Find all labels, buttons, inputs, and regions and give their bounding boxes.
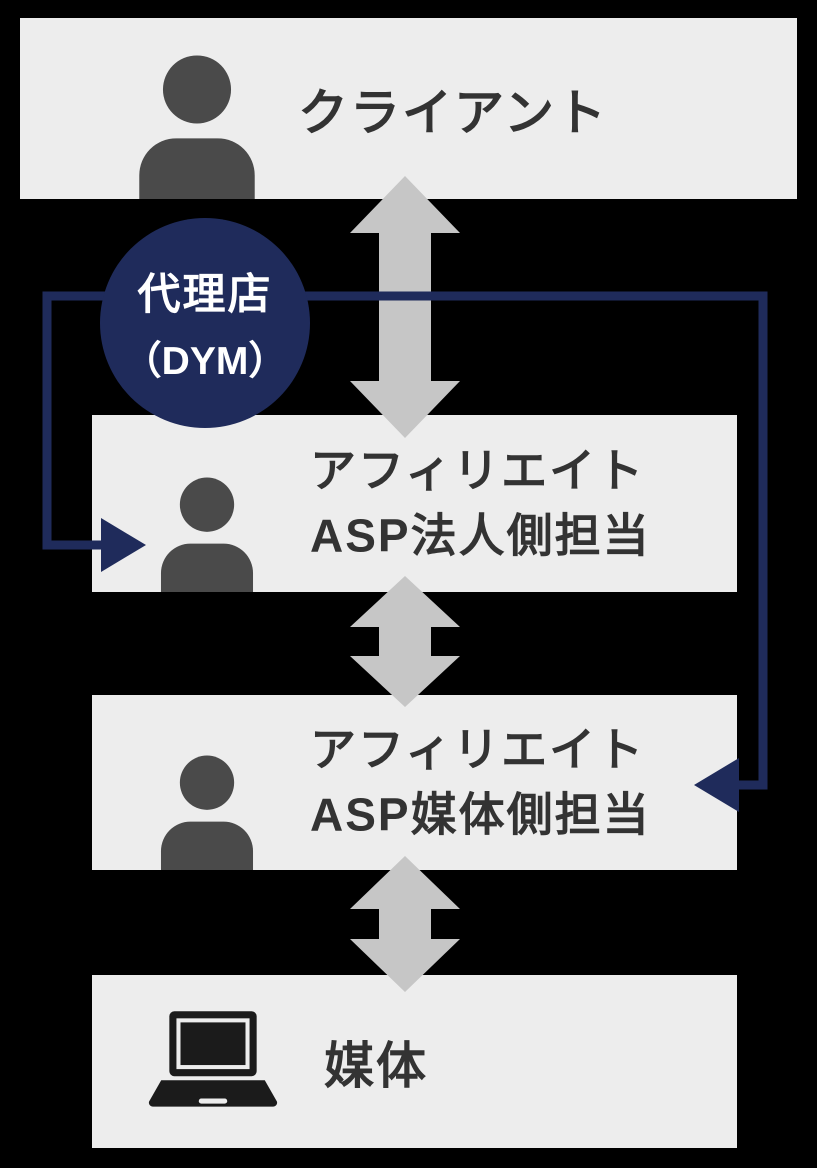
node-client-label: クライアント — [298, 84, 608, 141]
person-icon — [122, 51, 272, 199]
label-line-2: ASP媒体側担当 — [310, 788, 651, 841]
person-icon — [148, 462, 266, 592]
double-arrow-aspcorp-aspmedia — [350, 576, 460, 707]
node-asp-media: アフィリエイト ASP媒体側担当 — [92, 695, 737, 870]
node-client: クライアント — [20, 18, 797, 199]
node-media: 媒体 — [92, 975, 737, 1148]
node-asp-media-label: アフィリエイト ASP媒体側担当 — [310, 717, 651, 848]
double-arrow-client-aspcorp — [350, 176, 460, 438]
node-media-label: 媒体 — [324, 1037, 428, 1094]
node-asp-corporate: アフィリエイト ASP法人側担当 — [92, 415, 737, 592]
agency-label-line-1: 代理店 — [137, 271, 273, 319]
label-line-2: ASP法人側担当 — [310, 509, 651, 562]
laptop-icon — [147, 1010, 279, 1114]
node-agency-dym: 代理店 （DYM） — [100, 218, 310, 428]
agency-label-line-2: （DYM） — [122, 340, 288, 383]
node-asp-corporate-label: アフィリエイト ASP法人側担当 — [310, 438, 651, 569]
double-arrow-aspmedia-media — [350, 856, 460, 992]
label-line-1: アフィリエイト — [310, 723, 646, 776]
person-icon — [148, 740, 266, 870]
label-line-1: アフィリエイト — [310, 444, 646, 497]
